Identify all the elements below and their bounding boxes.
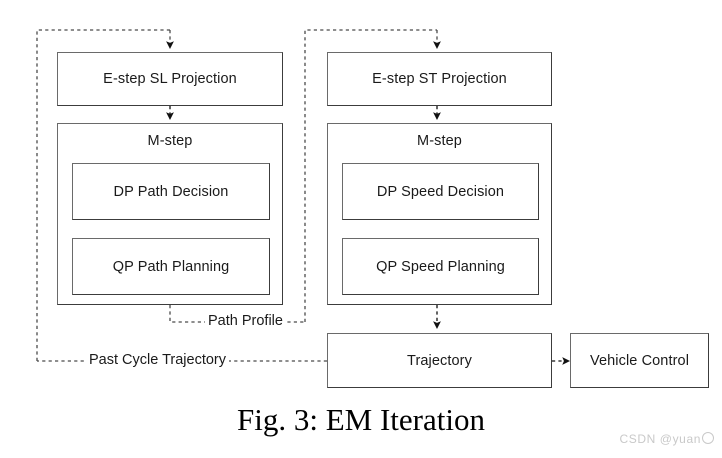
node-qp-speed-planning[interactable]: QP Speed Planning — [342, 238, 539, 295]
node-vehicle-control[interactable]: Vehicle Control — [570, 333, 709, 388]
group-mstep-right-title: M-step — [417, 133, 462, 149]
group-mstep-right[interactable]: M-step DP Speed Decision QP Speed Planni… — [327, 123, 552, 305]
node-trajectory-label: Trajectory — [407, 352, 472, 369]
node-dp-speed-decision-label: DP Speed Decision — [376, 183, 505, 200]
edge-label-path-profile: Path Profile — [205, 313, 286, 329]
node-qp-speed-planning-label: QP Speed Planning — [376, 258, 505, 275]
node-vehicle-control-label: Vehicle Control — [589, 352, 690, 369]
node-estep-st-projection[interactable]: E-step ST Projection — [327, 52, 552, 106]
node-qp-path-planning-label: QP Path Planning — [112, 258, 230, 275]
node-estep-sl-projection-label: E-step SL Projection — [103, 71, 237, 87]
circle-outline-icon — [702, 432, 714, 444]
node-qp-path-planning[interactable]: QP Path Planning — [72, 238, 270, 295]
node-dp-path-decision[interactable]: DP Path Decision — [72, 163, 270, 220]
watermark: CSDN @yuan — [619, 432, 714, 446]
group-mstep-left[interactable]: M-step DP Path Decision QP Path Planning — [57, 123, 283, 305]
watermark-text: CSDN @yuan — [619, 432, 701, 446]
node-dp-path-decision-label: DP Path Decision — [113, 183, 229, 200]
group-mstep-left-title: M-step — [147, 133, 193, 149]
node-estep-st-projection-label: E-step ST Projection — [372, 71, 507, 87]
node-trajectory[interactable]: Trajectory — [327, 333, 552, 388]
edge-label-past-cycle-trajectory: Past Cycle Trajectory — [86, 352, 229, 368]
node-dp-speed-decision[interactable]: DP Speed Decision — [342, 163, 539, 220]
figure-caption: Fig. 3: EM Iteration — [237, 402, 485, 437]
node-estep-sl-projection[interactable]: E-step SL Projection — [57, 52, 283, 106]
